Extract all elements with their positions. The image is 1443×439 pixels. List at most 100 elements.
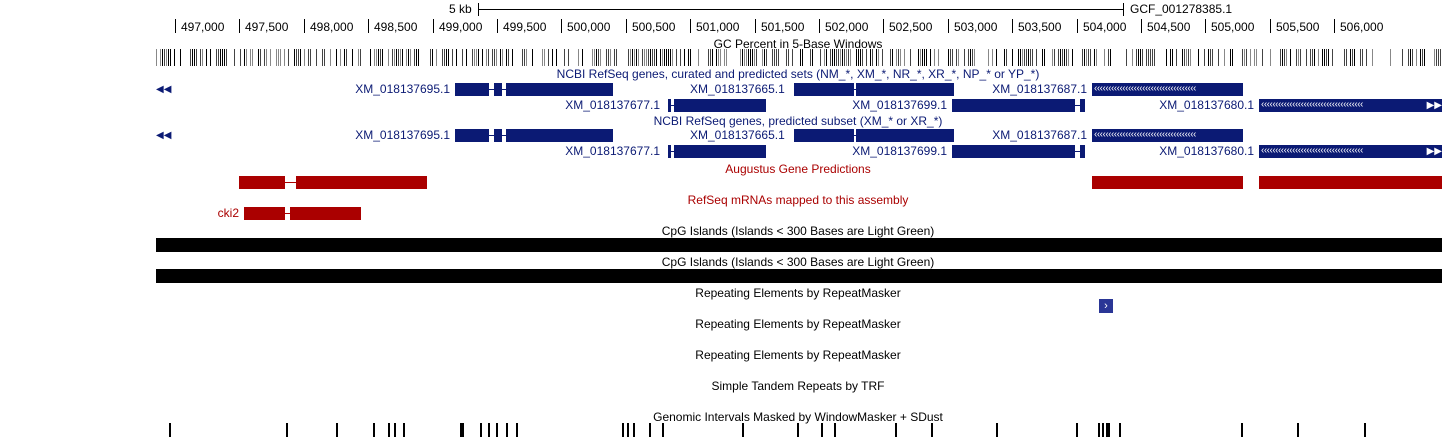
augustus-exon[interactable]: [1092, 176, 1243, 189]
windowmasker-interval[interactable]: [622, 423, 624, 437]
mrna-cki2-exon[interactable]: [290, 207, 361, 220]
windowmasker-interval[interactable]: [627, 423, 629, 437]
augustus-exon[interactable]: [1259, 176, 1442, 189]
gene-xm-695-exon[interactable]: [494, 83, 502, 96]
windowmasker-interval[interactable]: [1102, 423, 1104, 437]
gc-percent-wiggle[interactable]: [156, 49, 1442, 66]
windowmasker-interval[interactable]: [662, 423, 664, 437]
windowmasker-interval[interactable]: [506, 423, 508, 437]
gene-label-xm-695[interactable]: XM_018137695.1: [355, 128, 450, 142]
windowmasker-interval[interactable]: [742, 423, 744, 437]
windowmasker-interval[interactable]: [633, 423, 635, 437]
gc-wiggle-bar: [270, 49, 271, 66]
windowmasker-interval[interactable]: [460, 423, 463, 437]
gene-label-xm-687[interactable]: XM_018137687.1: [992, 128, 1087, 142]
windowmasker-interval[interactable]: [373, 423, 375, 437]
windowmasker-interval[interactable]: [286, 423, 288, 437]
gene-xm-665-exon[interactable]: [794, 83, 854, 96]
gc-wiggle-bar: [1146, 49, 1147, 66]
cpg-islands-track-title[interactable]: CpG Islands (Islands < 300 Bases are Lig…: [661, 224, 935, 238]
gene-xm-699-exon[interactable]: [1080, 99, 1085, 112]
gene-xm-695-exon[interactable]: [506, 83, 613, 96]
windowmasker-interval[interactable]: [821, 423, 823, 437]
gene-xm-695-exon[interactable]: [455, 83, 489, 96]
windowmasker-interval[interactable]: [169, 423, 171, 437]
cpg-island-feature[interactable]: [156, 269, 1442, 283]
augustus-exon[interactable]: [296, 176, 427, 189]
chevron-right-icon: ›: [1104, 300, 1108, 312]
windowmasker-interval[interactable]: [834, 423, 836, 437]
windowmasker-interval[interactable]: [1241, 423, 1243, 437]
windowmasker-interval[interactable]: [388, 423, 390, 437]
windowmasker-interval[interactable]: [1106, 423, 1109, 437]
gc-wiggle-bar: [304, 49, 305, 66]
windowmasker-interval[interactable]: [1098, 423, 1100, 437]
gene-xm-699-exon[interactable]: [1080, 145, 1085, 158]
mrna-label-cki2[interactable]: cki2: [217, 206, 239, 220]
windowmasker-interval[interactable]: [394, 423, 396, 437]
windowmasker-interval[interactable]: [516, 423, 518, 437]
windowmasker-interval[interactable]: [1076, 423, 1078, 437]
windowmasker-interval[interactable]: [931, 423, 933, 437]
gene-xm-665-exon[interactable]: [856, 83, 954, 96]
gene-label-xm-677[interactable]: XM_018137677.1: [565, 144, 660, 158]
gene-label-xm-695[interactable]: XM_018137695.1: [355, 82, 450, 96]
windowmasker-interval[interactable]: [1108, 423, 1110, 437]
windowmasker-interval[interactable]: [649, 423, 651, 437]
gene-xm-699-exon[interactable]: [952, 99, 1075, 112]
repeatmasker-track-title[interactable]: Repeating Elements by RepeatMasker: [695, 286, 901, 300]
gene-xm-680-exon[interactable]: ‹‹‹‹‹‹‹‹‹‹‹‹‹‹‹‹‹‹‹‹‹‹‹‹‹‹‹‹‹‹‹‹‹‹‹‹ ▶▶: [1259, 99, 1442, 112]
gc-wiggle-bar: [210, 49, 211, 66]
windowmasker-interval[interactable]: [895, 423, 897, 437]
gene-xm-665-exon[interactable]: [856, 129, 954, 142]
windowmasker-interval[interactable]: [797, 423, 799, 437]
gene-xm-665-exon[interactable]: [794, 129, 854, 142]
refseq-predicted-left-arrow-feature[interactable]: ◀◀: [156, 129, 184, 142]
mrna-cki2-exon[interactable]: [244, 207, 285, 220]
repeatmasker-track-title-2[interactable]: Repeating Elements by RepeatMasker: [695, 317, 901, 331]
gene-label-xm-680[interactable]: XM_018137680.1: [1159, 144, 1254, 158]
windowmasker-interval[interactable]: [403, 423, 405, 437]
windowmasker-interval[interactable]: [480, 423, 482, 437]
gc-wiggle-bar: [824, 49, 825, 66]
augustus-track-title[interactable]: Augustus Gene Predictions: [725, 162, 871, 176]
simple-repeats-track-title[interactable]: Simple Tandem Repeats by TRF: [711, 379, 885, 393]
refseq-predicted-track-title[interactable]: NCBI RefSeq genes, predicted subset (XM_…: [653, 114, 943, 128]
windowmasker-interval[interactable]: [496, 423, 498, 437]
windowmasker-interval[interactable]: [1364, 423, 1366, 437]
cpg-islands-track-title-2[interactable]: CpG Islands (Islands < 300 Bases are Lig…: [661, 255, 935, 269]
gene-label-xm-665[interactable]: XM_018137665.1: [690, 82, 785, 96]
windowmasker-interval[interactable]: [336, 423, 338, 437]
windowmasker-interval[interactable]: [462, 423, 464, 437]
refseq-all-left-arrow-feature[interactable]: ◀◀: [156, 83, 184, 96]
gene-xm-695-exon[interactable]: [506, 129, 613, 142]
gene-xm-677-exon[interactable]: [674, 145, 766, 158]
cpg-island-feature[interactable]: [156, 238, 1442, 252]
windowmasker-track-title[interactable]: Genomic Intervals Masked by WindowMasker…: [653, 410, 943, 424]
gene-xm-677-exon[interactable]: [674, 99, 766, 112]
gene-label-xm-687[interactable]: XM_018137687.1: [992, 82, 1087, 96]
gene-label-xm-665[interactable]: XM_018137665.1: [690, 128, 785, 142]
gc-percent-track-title[interactable]: GC Percent in 5-Base Windows: [713, 37, 883, 51]
gene-label-xm-699[interactable]: XM_018137699.1: [852, 144, 947, 158]
repeatmasker-track-title-3[interactable]: Repeating Elements by RepeatMasker: [695, 348, 901, 362]
gene-xm-695-exon[interactable]: [494, 129, 502, 142]
windowmasker-interval[interactable]: [1297, 423, 1299, 437]
gene-xm-699-exon[interactable]: [952, 145, 1075, 158]
windowmasker-interval[interactable]: [488, 423, 490, 437]
gene-xm-687-exon[interactable]: ‹‹‹‹‹‹‹‹‹‹‹‹‹‹‹‹‹‹‹‹‹‹‹‹‹‹‹‹‹‹‹‹‹‹‹‹: [1092, 83, 1243, 96]
gene-xm-695-exon[interactable]: [455, 129, 489, 142]
repeat-element-feature[interactable]: ›: [1099, 299, 1113, 313]
gene-label-xm-677[interactable]: XM_018137677.1: [565, 98, 660, 112]
gene-xm-687-exon[interactable]: ‹‹‹‹‹‹‹‹‹‹‹‹‹‹‹‹‹‹‹‹‹‹‹‹‹‹‹‹‹‹‹‹‹‹‹‹: [1092, 129, 1243, 142]
windowmasker-interval[interactable]: [996, 423, 998, 437]
refseq-all-track-title[interactable]: NCBI RefSeq genes, curated and predicted…: [556, 67, 1040, 81]
gene-label-xm-680[interactable]: XM_018137680.1: [1159, 98, 1254, 112]
augustus-exon[interactable]: [239, 176, 285, 189]
gene-label-xm-699[interactable]: XM_018137699.1: [852, 98, 947, 112]
gc-wiggle-bar: [444, 49, 445, 66]
gene-xm-680-exon[interactable]: ‹‹‹‹‹‹‹‹‹‹‹‹‹‹‹‹‹‹‹‹‹‹‹‹‹‹‹‹‹‹‹‹‹‹‹‹ ▶▶: [1259, 145, 1442, 158]
windowmasker-interval[interactable]: [1119, 423, 1121, 437]
refseq-mrna-track-title[interactable]: RefSeq mRNAs mapped to this assembly: [687, 193, 909, 207]
